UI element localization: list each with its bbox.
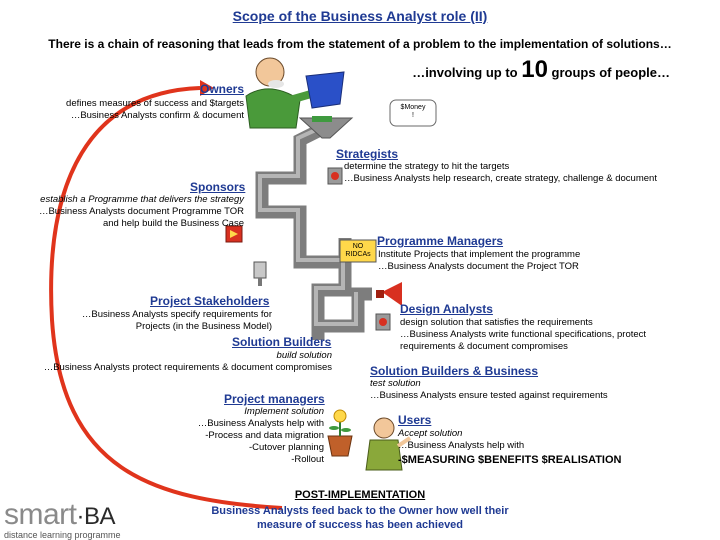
page-title: Scope of the Business Analyst role (II) bbox=[232, 8, 488, 24]
users-line3: -$MEASURING $BENEFITS $REALISATION bbox=[398, 454, 622, 466]
programme-managers-heading: Programme Managers bbox=[377, 234, 504, 248]
groups-number: 10 bbox=[521, 56, 548, 83]
users-line2: …Business Analysts help with bbox=[398, 440, 525, 451]
sprayer-icon bbox=[253, 261, 267, 286]
groups-statement: …involving up to 10 groups of people… bbox=[412, 56, 670, 84]
sponsors-heading: Sponsors bbox=[190, 180, 246, 194]
post-implementation-text: Business Analysts feed back to the Owner… bbox=[0, 504, 720, 532]
owners-text: defines measures of success and $targets… bbox=[66, 98, 244, 122]
project-stakeholders-heading: Project Stakeholders bbox=[150, 294, 270, 308]
sponsors-line2: …Business Analysts document Programme TO… bbox=[38, 206, 244, 217]
money-icon bbox=[312, 116, 332, 122]
users-line1: Accept solution bbox=[398, 428, 463, 439]
post-implementation-line2: measure of success has been achieved bbox=[256, 519, 464, 531]
no-ridcas-sign-icon bbox=[339, 239, 377, 263]
solution-builders-business-text: test solution …Business Analysts ensure … bbox=[370, 378, 608, 402]
no-ridcas-line2: RIDCAs bbox=[345, 251, 371, 258]
project-stakeholders-text: …Business Analysts specify requirements … bbox=[82, 309, 272, 333]
strategists-line1: determine the strategy to hit the target… bbox=[344, 161, 510, 172]
solution-builders-business-line2: …Business Analysts ensure tested against… bbox=[370, 390, 608, 401]
programme-managers-text: Institute Projects that implement the pr… bbox=[378, 249, 580, 273]
owners-heading: Owners bbox=[200, 82, 245, 96]
design-analysts-line3: requirements & document compromises bbox=[400, 341, 568, 352]
users-heading: Users bbox=[398, 413, 432, 427]
no-ridcas-sign: NO RIDCAs bbox=[340, 243, 376, 259]
money-plate bbox=[389, 99, 437, 127]
user-character-icon bbox=[365, 417, 412, 471]
funnel bbox=[298, 117, 354, 139]
logo-wordmark: smart·BA bbox=[4, 498, 116, 531]
logo-word: smart bbox=[4, 498, 77, 531]
owner-character-icon bbox=[245, 57, 345, 129]
solution-builders-line2: …Business Analysts protect requirements … bbox=[43, 362, 332, 373]
project-managers-line2: …Business Analysts help with bbox=[197, 418, 324, 429]
strategists-heading: Strategists bbox=[336, 147, 399, 161]
owners-line1: defines measures of success and $targets bbox=[66, 98, 244, 109]
solution-builders-text: build solution …Business Analysts protec… bbox=[44, 350, 332, 374]
no-ridcas-line1: NO bbox=[352, 243, 364, 250]
solution-builders-line1: build solution bbox=[276, 350, 332, 361]
project-stakeholders-line1: …Business Analysts specify requirements … bbox=[81, 309, 272, 320]
project-managers-heading: Project managers bbox=[224, 392, 325, 406]
solution-builders-business-heading: Solution Builders & Business bbox=[370, 364, 539, 378]
project-managers-line5: -Rollout bbox=[291, 454, 324, 465]
money-plate-text: $Money ! bbox=[390, 104, 436, 120]
feedback-arrow-head bbox=[200, 80, 214, 96]
pressure-gauge-icon bbox=[225, 225, 243, 243]
valve-icon bbox=[375, 313, 391, 331]
programme-managers-line1: Institute Projects that implement the pr… bbox=[378, 249, 581, 260]
feedback-arrow bbox=[49, 86, 283, 510]
project-managers-line3: -Process and data migration bbox=[205, 430, 324, 441]
users-text: Accept solution …Business Analysts help … bbox=[398, 428, 622, 466]
sponsors-line3: and help build the Business Case bbox=[102, 218, 244, 229]
solution-builders-business-line1: test solution bbox=[370, 378, 421, 389]
project-managers-line1: Implement solution bbox=[244, 406, 324, 417]
design-analysts-line2: …Business Analysts write functional spec… bbox=[400, 329, 647, 340]
money-plate-line2: ! bbox=[412, 112, 414, 119]
logo-suffix: BA bbox=[84, 503, 116, 530]
sponsors-text: establish a Programme that delivers the … bbox=[39, 194, 244, 230]
design-analysts-text: design solution that satisfies the requi… bbox=[400, 317, 646, 353]
owners-line2: …Business Analysts confirm & document bbox=[70, 110, 244, 121]
project-managers-text: Implement solution …Business Analysts he… bbox=[198, 406, 324, 466]
design-analysts-heading: Design Analysts bbox=[400, 302, 493, 316]
sponsors-line1: establish a Programme that delivers the … bbox=[40, 194, 244, 205]
project-managers-line4: -Cutover planning bbox=[249, 442, 324, 453]
strategists-text: determine the strategy to hit the target… bbox=[344, 161, 657, 185]
flower-pot-icon bbox=[327, 409, 353, 457]
post-implementation-line1: Business Analysts feed back to the Owner… bbox=[211, 505, 509, 517]
post-implementation-heading: POST-IMPLEMENTATION bbox=[294, 489, 426, 501]
smartba-logo: smart·BA distance learning programme bbox=[4, 498, 121, 540]
design-analysts-line1: design solution that satisfies the requi… bbox=[400, 317, 593, 328]
money-plate-line1: $Money bbox=[400, 104, 426, 111]
solution-builders-heading: Solution Builders bbox=[232, 335, 332, 349]
project-stakeholders-line2: Projects (in the Business Model) bbox=[135, 321, 272, 332]
strategists-line2: …Business Analysts help research, create… bbox=[344, 173, 657, 184]
groups-suffix: groups of people… bbox=[547, 65, 670, 80]
groups-prefix: …involving up to bbox=[412, 65, 522, 80]
programme-managers-line2: …Business Analysts document the Project … bbox=[378, 261, 579, 272]
page-subtitle: There is a chain of reasoning that leads… bbox=[48, 37, 672, 51]
logo-tagline: distance learning programme bbox=[4, 530, 121, 540]
megaphone-icon bbox=[376, 282, 402, 306]
valve-icon bbox=[327, 167, 343, 185]
